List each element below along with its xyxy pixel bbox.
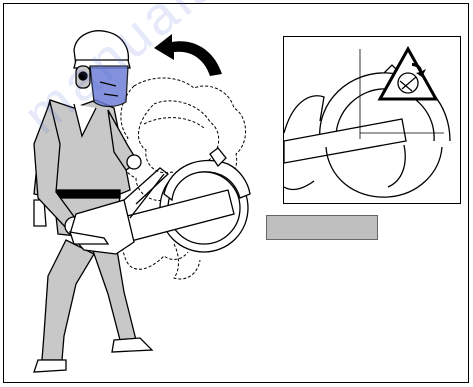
rotation-arrow-icon	[154, 34, 222, 76]
operator-legs	[34, 240, 152, 372]
kickback-warning-icon	[380, 49, 436, 99]
figure-frame: manualsLib	[3, 3, 469, 383]
figure-label-box	[266, 215, 378, 240]
operator-head	[74, 31, 130, 107]
inset-closeup	[283, 36, 461, 204]
